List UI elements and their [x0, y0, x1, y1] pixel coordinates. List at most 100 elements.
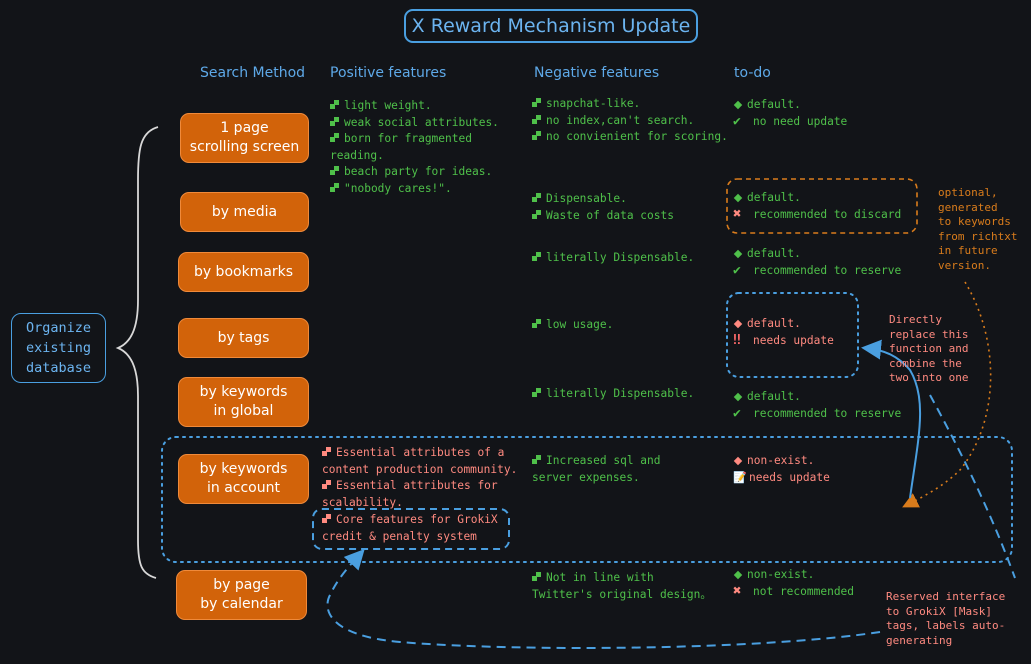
directly-replace-note: Directly replace this function and combi…	[889, 313, 969, 384]
list-item: default.	[733, 389, 901, 406]
bullet-icon	[330, 166, 339, 175]
tags-to-reserved-dashed	[929, 394, 1016, 579]
diamond-icon	[733, 319, 743, 329]
cross-icon: ✖	[733, 582, 742, 599]
list-item: Dispensable.	[532, 191, 674, 208]
list-item: 📝needs update	[733, 470, 830, 484]
list-item: default.	[733, 190, 901, 207]
todo-calendar: non-exist. ✖not recommended	[733, 567, 854, 600]
bullet-icon	[322, 514, 331, 523]
bullet-icon	[532, 455, 541, 464]
bullet-icon	[532, 131, 541, 140]
optional-note: optional, generated to keywords from ric…	[938, 186, 1018, 272]
cross-icon: ✖	[733, 205, 742, 222]
list-item: ✔recommended to reserve	[733, 405, 902, 421]
negative-media-list: Dispensable. Waste of data costs	[532, 191, 674, 224]
method-page-scrolling-button[interactable]: 1 page scrolling screen	[180, 113, 309, 163]
account-row-dotted-box	[161, 436, 1013, 563]
list-item-continued: credit & penalty system	[322, 529, 477, 543]
bullet-icon	[532, 193, 541, 202]
list-item: born for fragmented	[330, 131, 499, 148]
list-item: default.	[733, 316, 834, 333]
list-item: "nobody cares!".	[330, 181, 499, 198]
positive-core-features: Core features for GrokiX credit & penalt…	[322, 512, 498, 545]
diamond-icon	[733, 456, 743, 466]
bullet-icon	[330, 133, 339, 142]
negative-keywords-global: literally Dispensable.	[532, 386, 694, 403]
bullet-icon	[330, 182, 339, 192]
media-todo-dashed-box	[726, 178, 918, 234]
method-tags-button[interactable]: by tags	[178, 318, 309, 358]
list-item: no index,can't search.	[532, 113, 728, 130]
list-item: literally Dispensable.	[532, 386, 694, 403]
curly-brace	[115, 126, 159, 579]
list-item-continued: Twitter's original design。	[532, 587, 712, 601]
reserved-to-core-dashed	[326, 549, 881, 649]
check-icon: ✔	[733, 405, 741, 421]
list-item: no convienient for scoring.	[532, 129, 728, 146]
list-item: ✖not recommended	[733, 582, 855, 599]
method-bookmarks-button[interactable]: by bookmarks	[178, 252, 309, 292]
positive-account-list: Essential attributes of a content produc…	[322, 445, 517, 511]
list-item: Core features for GrokiX	[322, 512, 498, 529]
header-negative: Negative features	[534, 65, 660, 81]
negative-calendar: Not in line with Twitter's original desi…	[532, 570, 712, 603]
reserved-interface-note: Reserved interface to GrokiX [Mask] tags…	[886, 590, 1006, 647]
list-item: ✔recommended to reserve	[733, 262, 902, 278]
list-item-continued: server expenses.	[532, 470, 640, 484]
list-item-continued: content production community.	[322, 462, 518, 476]
bullet-icon	[330, 100, 339, 109]
method-keywords-account-button[interactable]: by keywords in account	[178, 454, 309, 504]
todo-keywords-account: non-exist. 📝needs update	[733, 453, 830, 486]
header-search-method: Search Method	[200, 65, 306, 81]
positive-page1-list: light weight. weak social attributes. bo…	[330, 98, 499, 197]
todo-keywords-global: default. ✔recommended to reserve	[733, 389, 901, 422]
todo-page1: default. ✔no need update	[733, 97, 847, 130]
diamond-icon	[733, 249, 743, 259]
bullet-icon	[532, 319, 541, 328]
bullet-icon	[532, 209, 541, 219]
tags-todo-dotted-box	[726, 292, 859, 378]
negative-tags: low usage.	[532, 317, 613, 334]
header-todo: to-do	[734, 65, 771, 81]
bullet-icon	[532, 98, 541, 107]
check-icon: ✔	[733, 113, 741, 129]
list-item: ‼needs update	[733, 332, 834, 348]
optional-arrow	[902, 281, 992, 508]
bullet-icon	[532, 572, 541, 581]
bullet-icon	[532, 114, 541, 124]
list-item: non-exist.	[733, 567, 854, 584]
organize-database-box: Organize existing database	[11, 313, 106, 383]
header-positive: Positive features	[330, 65, 447, 81]
diamond-icon	[733, 570, 743, 580]
list-item: Essential attributes of a	[322, 445, 517, 462]
list-item: ✖recommended to discard	[733, 205, 902, 222]
list-item: Not in line with	[532, 570, 712, 587]
method-keywords-global-button[interactable]: by keywords in global	[178, 377, 309, 427]
core-features-dashed-box	[312, 508, 510, 550]
bullet-icon	[532, 388, 541, 397]
list-item-continued: reading.	[330, 148, 384, 162]
list-item-continued: scalability.	[322, 495, 403, 509]
todo-media: default. ✖recommended to discard	[733, 190, 901, 223]
bullet-icon	[532, 252, 541, 261]
page-title: X Reward Mechanism Update	[404, 9, 698, 43]
list-item: literally Dispensable.	[532, 250, 694, 267]
method-calendar-button[interactable]: by page by calendar	[176, 570, 307, 620]
list-item: light weight.	[330, 98, 499, 115]
list-item: Essential attributes for	[322, 478, 517, 495]
bullet-icon	[330, 116, 339, 126]
diamond-icon	[733, 392, 743, 402]
method-media-button[interactable]: by media	[180, 192, 309, 232]
list-item: Increased sql and	[532, 453, 661, 470]
list-item: low usage.	[532, 317, 613, 334]
list-item: default.	[733, 246, 901, 263]
list-item: ✔no need update	[733, 113, 848, 129]
list-item: default.	[733, 97, 847, 114]
check-icon: ✔	[733, 262, 741, 278]
todo-bookmarks: default. ✔recommended to reserve	[733, 246, 901, 279]
negative-page1-list: snapchat-like. no index,can't search. no…	[532, 96, 728, 146]
negative-bookmarks: literally Dispensable.	[532, 250, 694, 267]
list-item: Waste of data costs	[532, 208, 674, 225]
